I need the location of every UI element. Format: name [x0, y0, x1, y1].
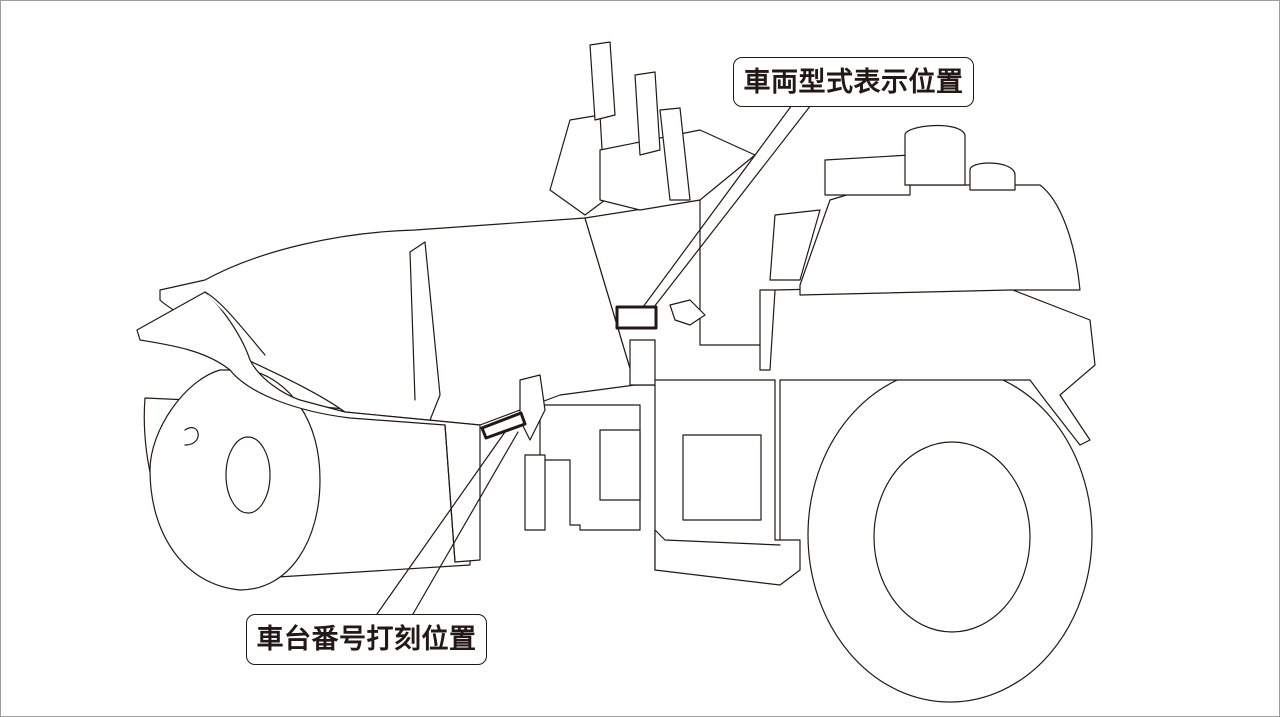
chassis-number-marker	[480, 411, 527, 440]
chassis-number-stamp-location-label: 車台番号打刻位置	[246, 614, 487, 665]
road-roller-icon	[136, 41, 1096, 703]
front-drum	[143, 369, 471, 591]
engine-hood	[799, 125, 1081, 296]
operator-station	[549, 41, 821, 371]
rear-tire	[807, 367, 1093, 703]
vehicle-model-display-location-label: 車両型式表示位置	[733, 57, 974, 107]
leader-lines	[376, 104, 812, 615]
model-display-marker	[615, 305, 658, 330]
drum-frame	[136, 217, 636, 563]
articulation-joint	[519, 374, 641, 531]
